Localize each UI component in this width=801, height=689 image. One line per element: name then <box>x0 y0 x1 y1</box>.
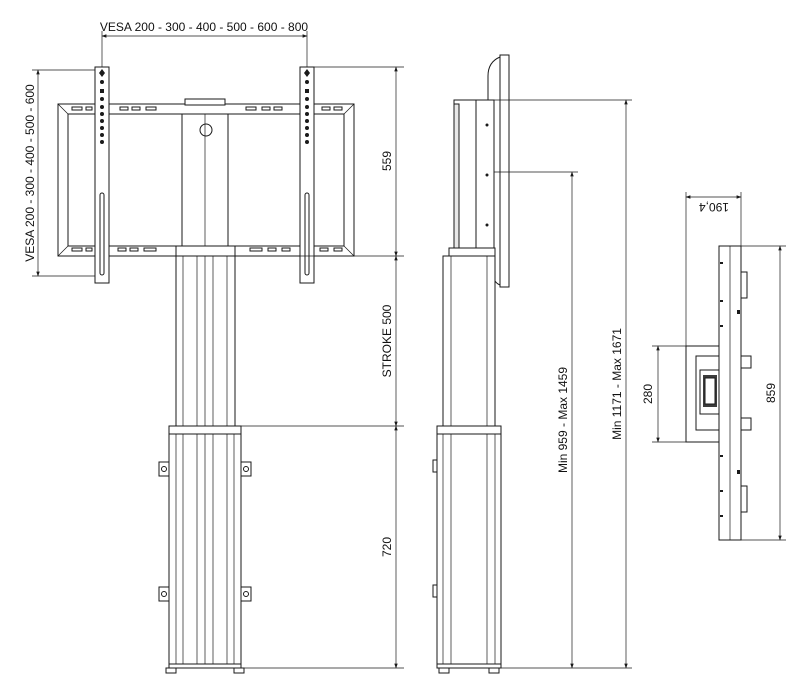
vesa-horizontal-dimension: VESA 200 - 300 - 400 - 500 - 600 - 800 <box>100 20 308 67</box>
frame-height-label: 859 <box>764 383 778 403</box>
tv-panel-side <box>499 54 510 288</box>
stroke-label: STROKE 500 <box>380 304 394 377</box>
front-view <box>57 66 355 674</box>
vesa-vertical-label: VESA 200 - 300 - 400 - 500 - 600 <box>23 84 37 262</box>
height-dimensions-front: 559 STROKE 500 720 <box>241 66 404 669</box>
depth-label: 190,4 <box>699 200 729 214</box>
upper-column <box>175 255 236 427</box>
top-view <box>685 245 752 541</box>
frame-ticks <box>720 262 740 517</box>
min-max-total-label: Min 1171 - Max 1671 <box>610 328 624 440</box>
wall-brackets <box>158 461 252 602</box>
side-view <box>432 54 510 674</box>
vesa-horizontal-label: VESA 200 - 300 - 400 - 500 - 600 - 800 <box>100 20 308 34</box>
min-max-column-label: Min 959 - Max 1459 <box>556 367 570 473</box>
bracket-height-dimension: 280 <box>641 345 686 443</box>
side-lower-column <box>436 433 502 665</box>
dim-559-label: 559 <box>380 151 394 171</box>
bracket-height-label: 280 <box>641 384 655 404</box>
vesa-rail-right <box>299 66 315 284</box>
center-knob <box>199 123 213 137</box>
lower-column <box>168 433 242 665</box>
height-dimensions-side: Min 959 - Max 1459 Min 1171 - Max 1671 <box>494 99 632 669</box>
vesa-rail-left <box>94 66 110 284</box>
frame-height-dimension: 859 <box>741 245 786 541</box>
frame-slots <box>71 106 343 252</box>
depth-dimension: 190,4 <box>685 192 742 346</box>
vesa-vertical-dimension: VESA 200 - 300 - 400 - 500 - 600 <box>23 69 95 277</box>
side-upper-column <box>442 255 496 427</box>
dim-720-label: 720 <box>380 537 394 557</box>
